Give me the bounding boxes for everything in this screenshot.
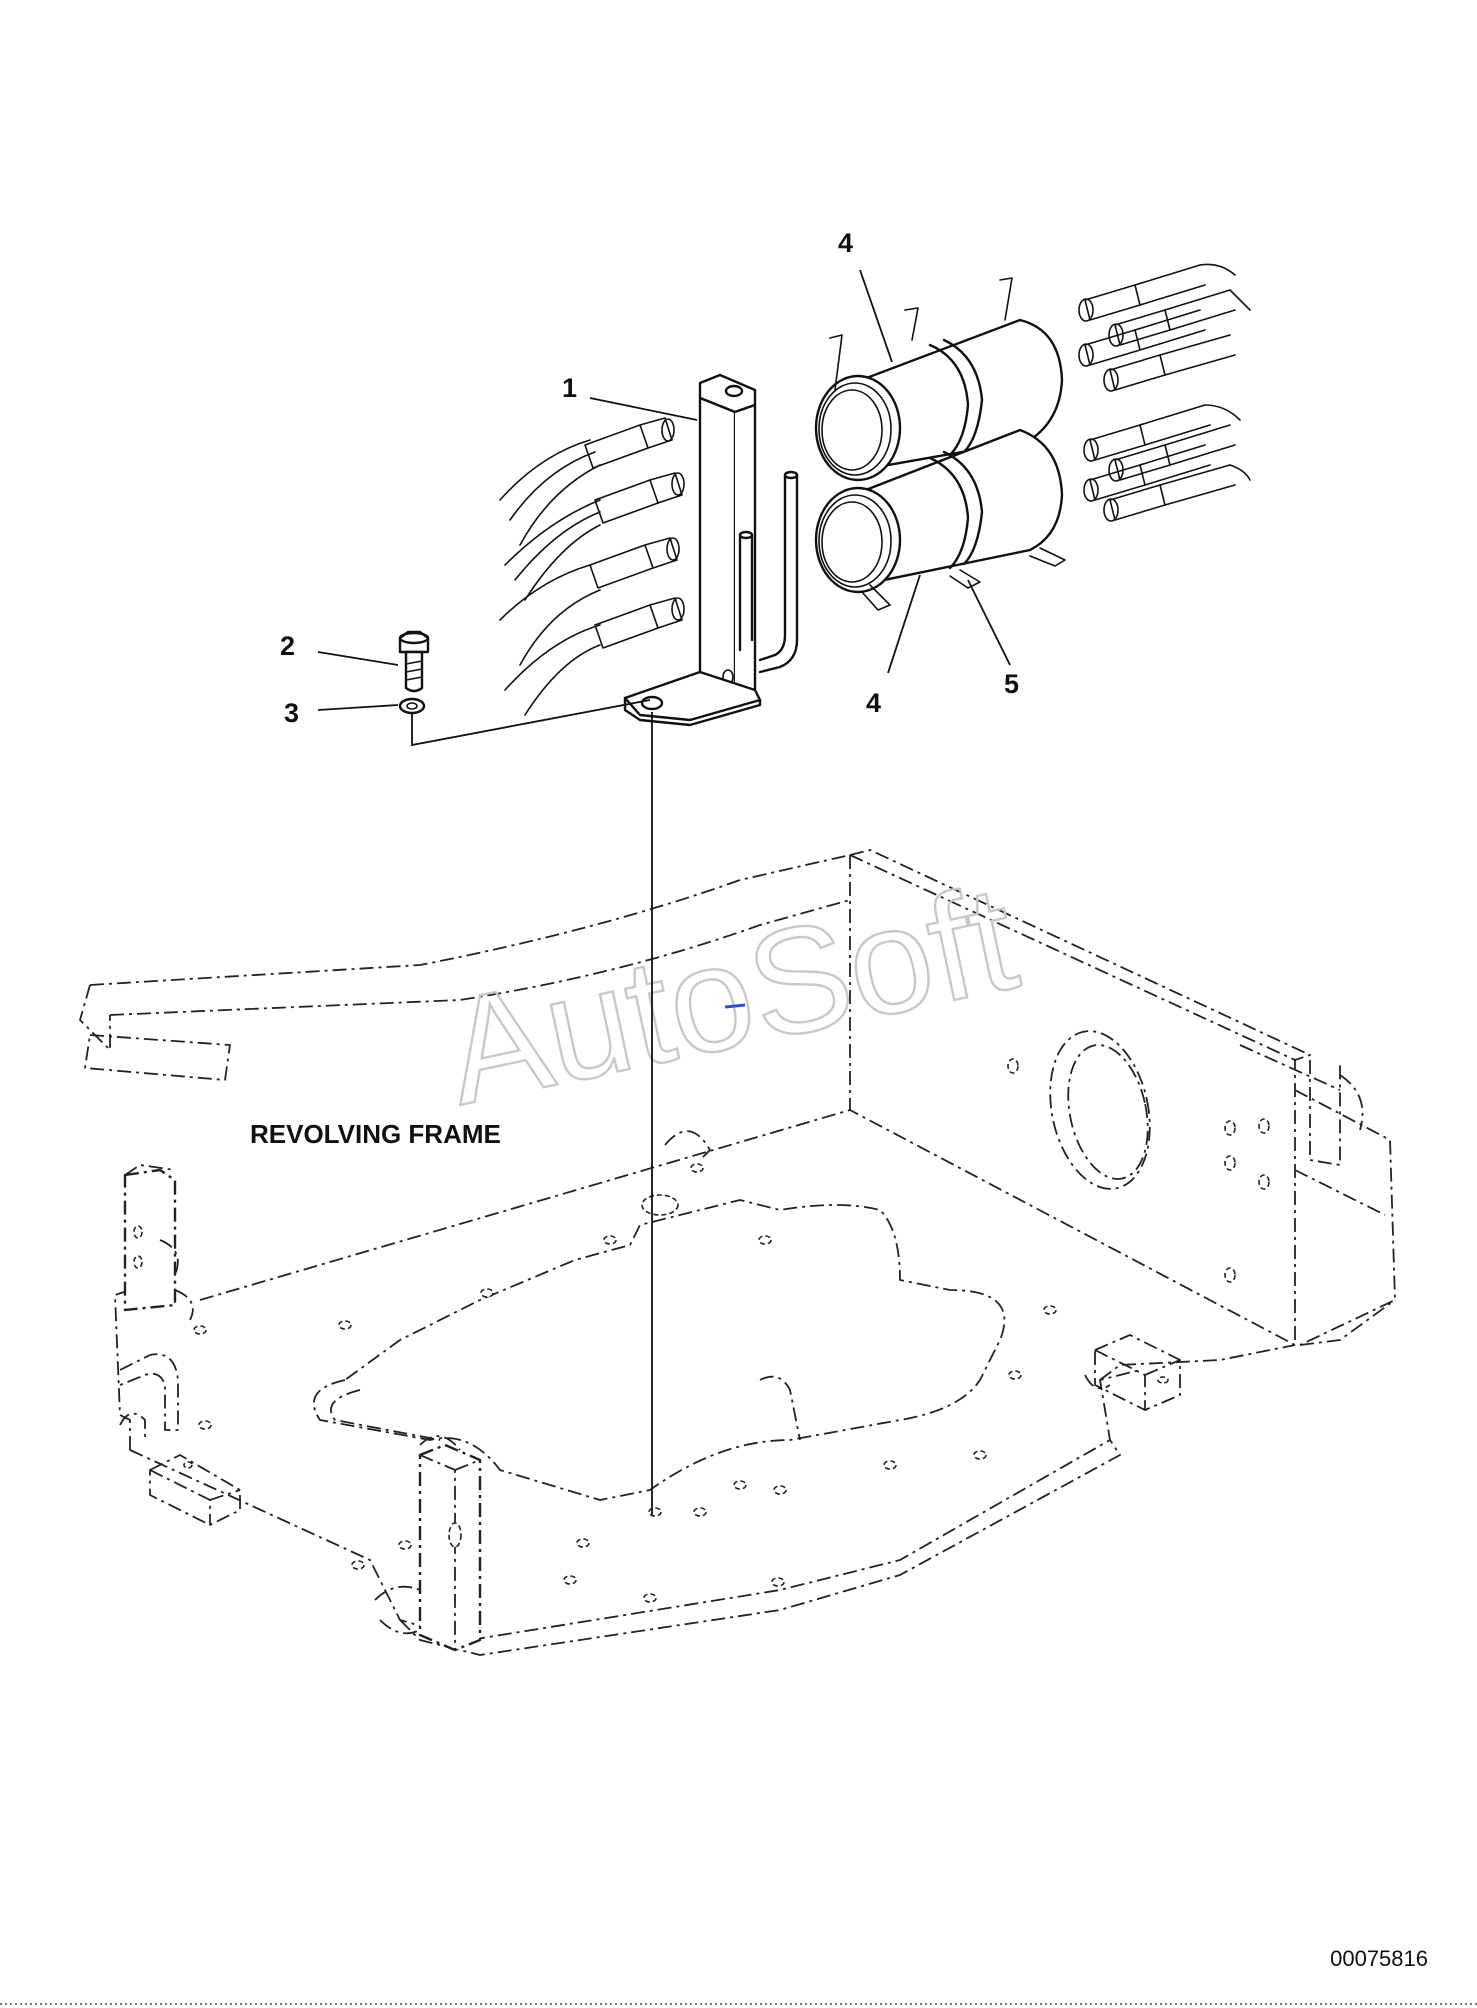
callout-5: 5 xyxy=(1004,669,1019,699)
callout-3: 3 xyxy=(284,698,299,728)
cylinder-upper xyxy=(814,277,1064,482)
watermark-text: AutoSoft xyxy=(432,852,1030,1136)
cylinder-lower xyxy=(814,428,1066,611)
hose-connectors-left xyxy=(499,417,685,716)
watermark-mark xyxy=(724,1003,746,1009)
callout-1: 1 xyxy=(562,373,577,403)
washer-part-3 xyxy=(398,697,426,715)
hose-connectors-right xyxy=(1078,263,1251,522)
callout-2: 2 xyxy=(280,631,295,661)
document-number: 00075816 xyxy=(1330,1946,1428,1971)
callout-4-top: 4 xyxy=(838,228,853,258)
bolt-part-2 xyxy=(398,630,430,693)
revolving-frame-label: REVOLVING FRAME xyxy=(250,1119,501,1149)
callout-4-bottom: 4 xyxy=(866,688,881,718)
bracket-part-1 xyxy=(623,373,799,727)
leader-lines xyxy=(317,269,1011,711)
assembly-lines xyxy=(411,699,653,1515)
revolving-frame xyxy=(79,849,1396,1656)
